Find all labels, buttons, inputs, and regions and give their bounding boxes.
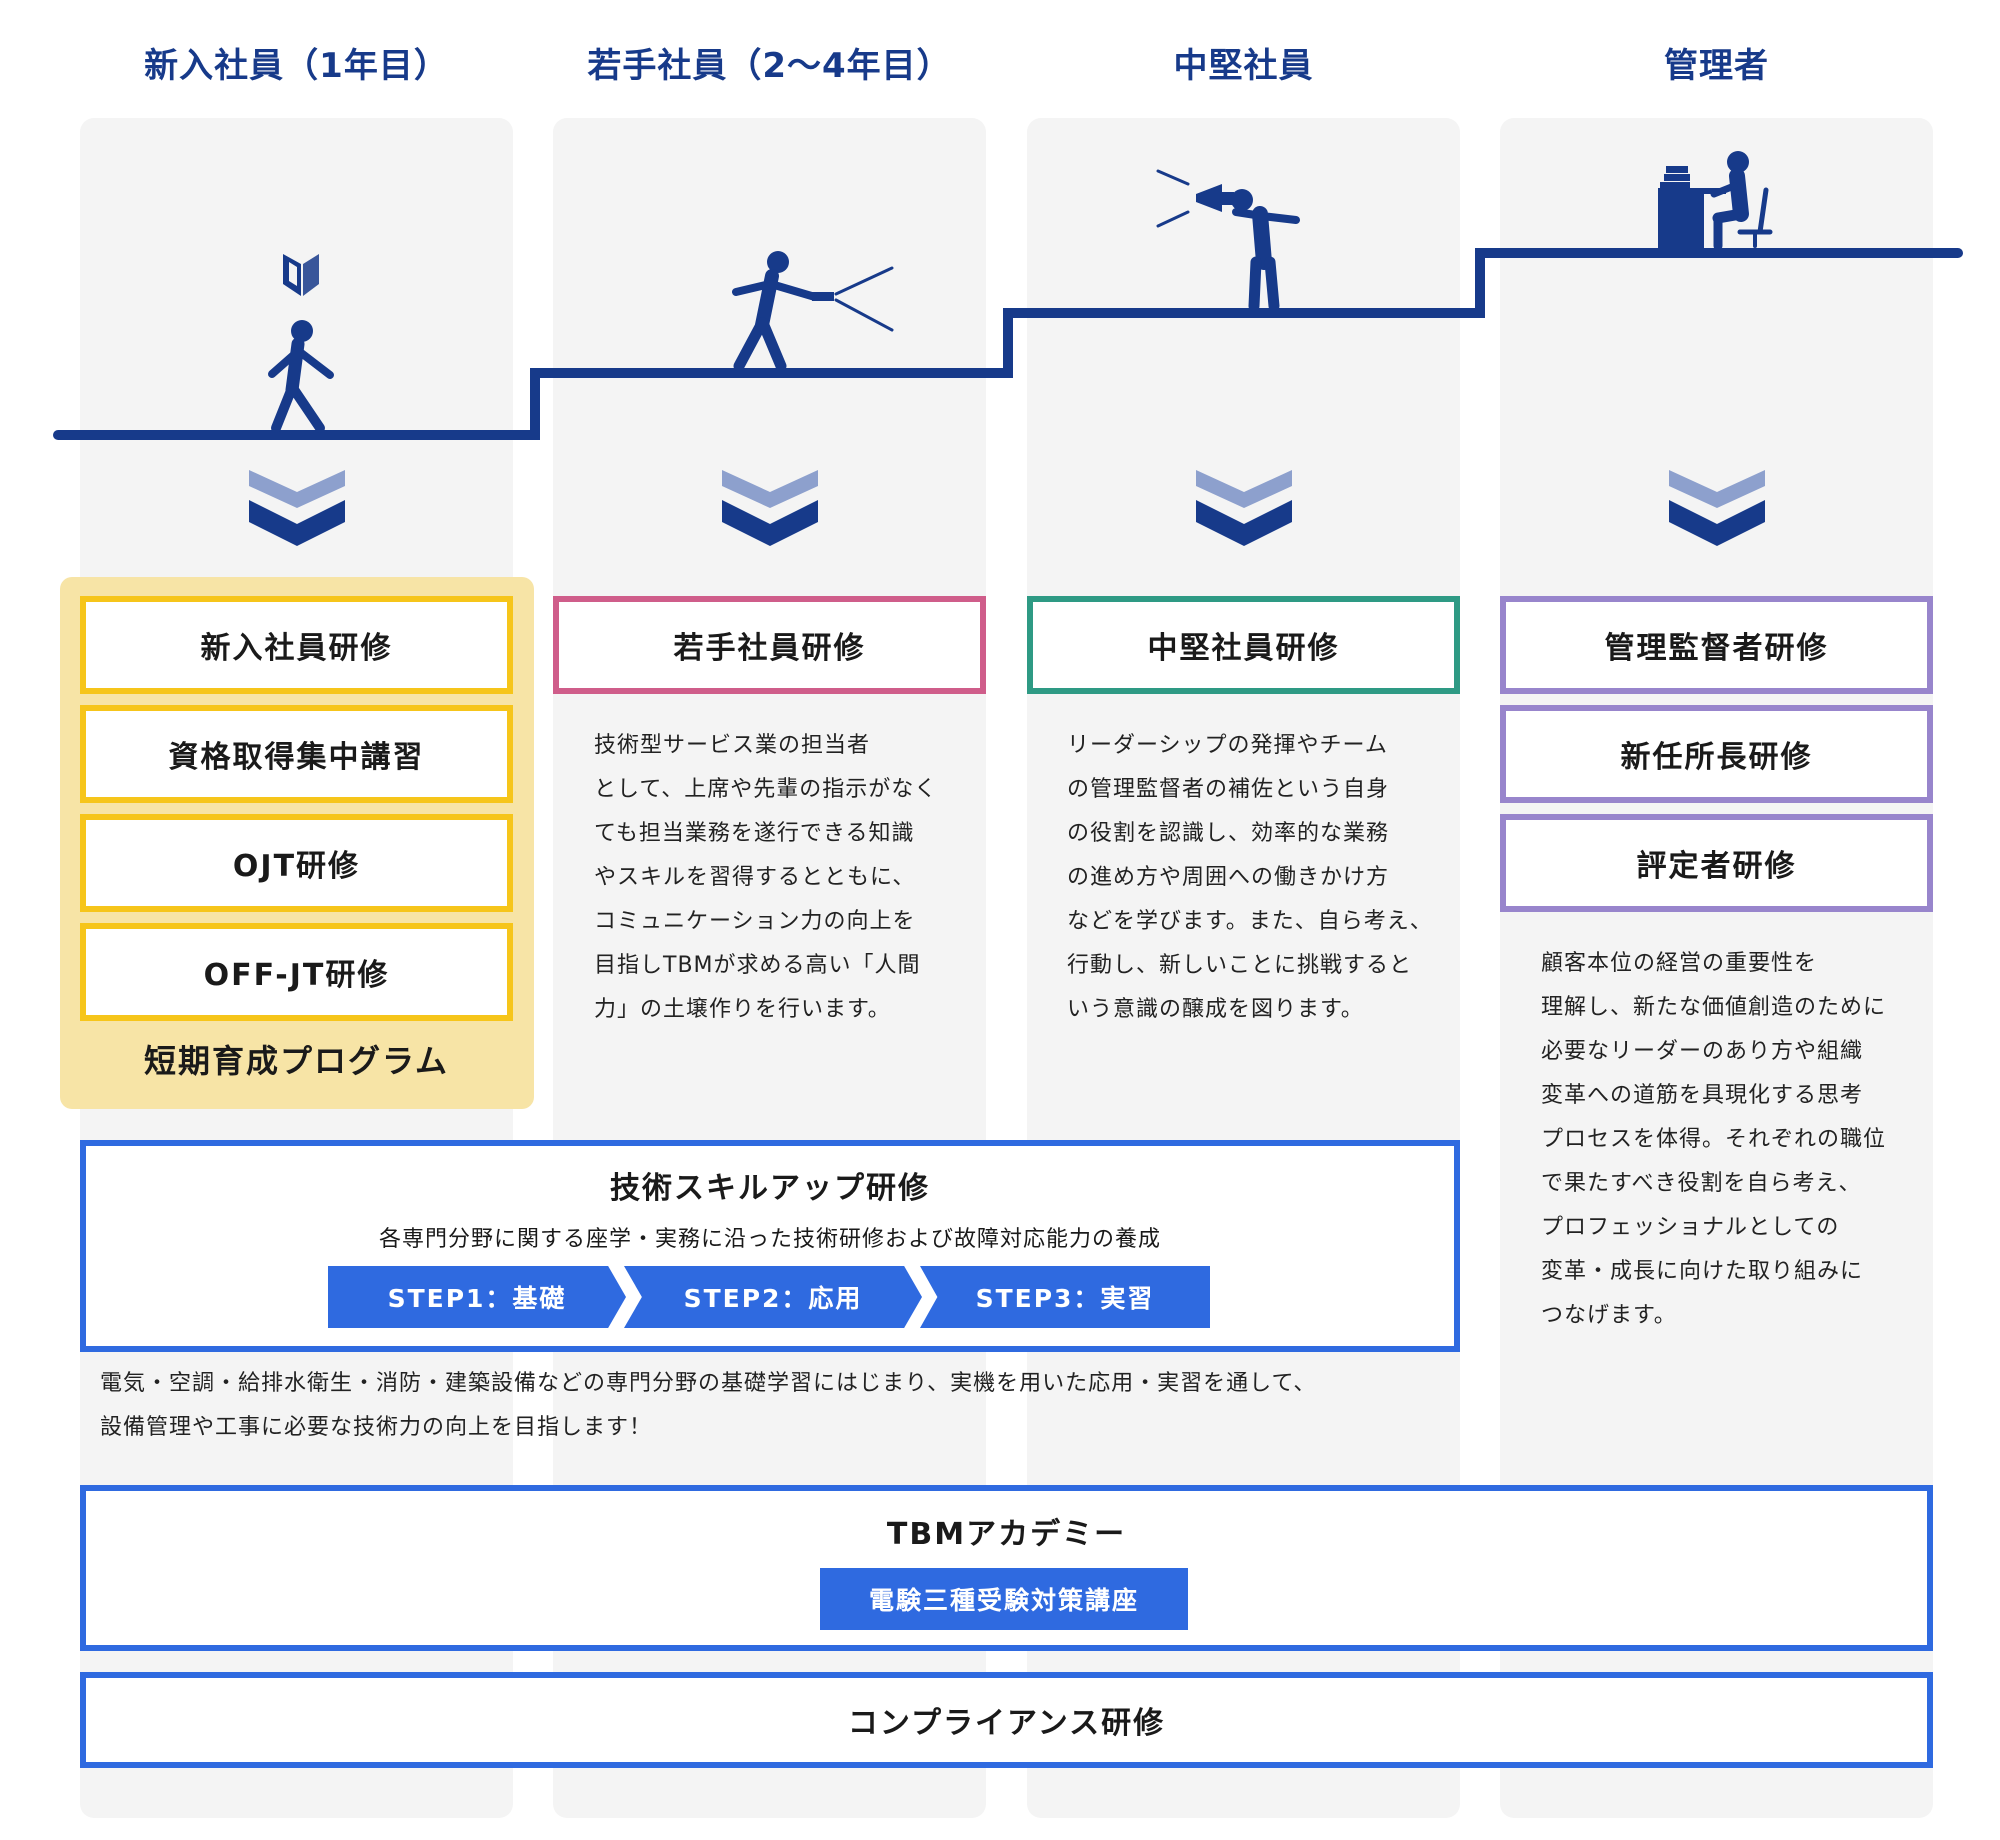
mid-description-line: の役割を認識し、効率的な業務 — [1067, 821, 1390, 846]
young-description-line: として、上席や先輩の指示がなく — [594, 777, 938, 802]
tbm-academy-title: TBMアカデミー — [886, 1517, 1127, 1552]
mid-description-line: などを学びます。また、自ら考え、 — [1067, 909, 1433, 934]
program-new-director-training: 新任所長研修 — [1500, 705, 1933, 803]
program-qualification-course: 資格取得集中講習 — [80, 705, 513, 803]
program-mid-training: 中堅社員研修 — [1027, 596, 1460, 694]
double-chevron-down-icon — [722, 470, 818, 546]
manager-description-line: 変革・成長に向けた取り組みに — [1541, 1259, 1864, 1284]
double-chevron-down-icon — [1196, 470, 1292, 546]
program-ojt: OJT研修 — [80, 814, 513, 912]
column-heading-young: 若手社員（2〜4年目） — [587, 46, 952, 86]
manager-description-line: 顧客本位の経営の重要性を — [1541, 951, 1818, 976]
double-chevron-down-icon — [249, 470, 345, 546]
manager-description-line: で果たすべき役割を自ら考え、 — [1541, 1171, 1862, 1196]
young-description: 技術型サービス業の担当者 として、上席や先輩の指示がなく ても担当業務を遂行でき… — [594, 724, 974, 1032]
manager-description-line: 変革への道筋を具現化する思考 — [1541, 1083, 1864, 1108]
program-off-jt: OFF-JT研修 — [80, 923, 513, 1021]
denken-exam-course: 電験三種受験対策講座 — [820, 1568, 1188, 1630]
tech-skill-note: 電気・空調・給排水衛生・消防・建築設備などの専門分野の基礎学習にはじまり、実機を… — [100, 1362, 1460, 1450]
column-heading-manager: 管理者 — [1664, 46, 1769, 86]
person-at-desk-icon — [1658, 151, 1773, 251]
mid-description: リーダーシップの発揮やチーム の管理監督者の補佐という自身 の役割を認識し、効率… — [1067, 724, 1447, 1032]
column-heading-mid: 中堅社員 — [1173, 46, 1314, 86]
tech-skill-title: 技術スキルアップ研修 — [610, 1171, 930, 1206]
step-1-basic: STEP1：基礎 — [328, 1266, 626, 1328]
young-description-line: 目指しTBMが求める高い「人間 — [594, 953, 921, 978]
manager-description: 顧客本位の経営の重要性を 理解し、新たな価値創造のために 必要なリーダーのあり方… — [1541, 942, 1926, 1338]
step-2-applied: STEP2：応用 — [624, 1266, 922, 1328]
program-evaluator-training: 評定者研修 — [1500, 814, 1933, 912]
tech-skill-note-line: 電気・空調・給排水衛生・消防・建築設備などの専門分野の基礎学習にはじまり、実機を… — [100, 1371, 1317, 1396]
young-description-line: ても担当業務を遂行できる知識 — [594, 821, 915, 846]
manager-description-line: 必要なリーダーのあり方や組織 — [1541, 1039, 1864, 1064]
beginner-mark-icon — [283, 254, 319, 296]
manager-description-line: つなげます。 — [1541, 1303, 1677, 1328]
manager-description-line: プロフェッショナルとしての — [1541, 1215, 1840, 1240]
young-description-line: 技術型サービス業の担当者 — [594, 733, 871, 758]
mid-description-line: の管理監督者の補佐という自身 — [1067, 777, 1390, 802]
person-flashlight-icon — [732, 251, 894, 372]
staircase-line — [53, 248, 1963, 440]
program-young-training: 若手社員研修 — [553, 596, 986, 694]
mid-description-line: いう意識の醸成を図ります。 — [1067, 997, 1364, 1022]
short-term-program-label: 短期育成プログラム — [143, 1042, 450, 1080]
mid-description-line: リーダーシップの発揮やチーム — [1067, 733, 1388, 758]
tech-skill-note-line: 設備管理や工事に必要な技術力の向上を目指します！ — [100, 1415, 653, 1440]
double-chevron-down-icon — [1669, 470, 1765, 546]
mid-description-line: 行動し、新しいことに挑戦すると — [1067, 953, 1413, 978]
young-description-line: 力」の土壌作りを行います。 — [594, 997, 891, 1022]
step-3-practice: STEP3：実習 — [920, 1266, 1210, 1328]
mid-description-line: の進め方や周囲への働きかけ方 — [1067, 865, 1390, 890]
walking-person-icon — [268, 320, 334, 433]
young-description-line: やスキルを習得するとともに、 — [594, 865, 916, 890]
career-staircase — [53, 151, 1963, 440]
young-description-line: コミュニケーション力の向上を — [594, 909, 916, 934]
column-heading-new-hire: 新入社員（1年目） — [144, 46, 449, 86]
program-new-hire-training: 新入社員研修 — [80, 596, 513, 694]
compliance-training: コンプライアンス研修 — [80, 1672, 1933, 1768]
manager-description-line: プロセスを体得。それぞれの職位 — [1541, 1127, 1887, 1152]
manager-description-line: 理解し、新たな価値創造のために — [1541, 995, 1887, 1020]
person-megaphone-icon — [1156, 169, 1300, 312]
program-supervisor-training: 管理監督者研修 — [1500, 596, 1933, 694]
tech-skill-subtitle: 各専門分野に関する座学・実務に沿った技術研修および故障対応能力の養成 — [378, 1227, 1161, 1252]
